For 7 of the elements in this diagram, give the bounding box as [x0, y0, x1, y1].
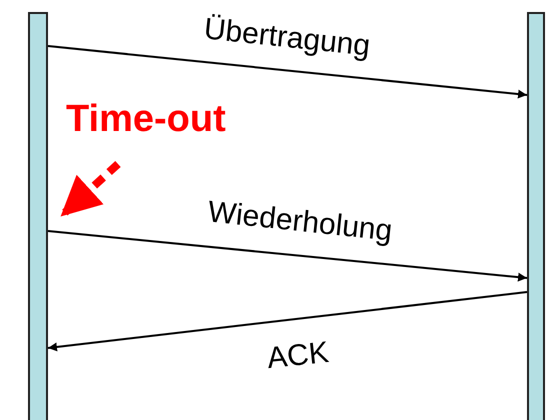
message-arrow — [48, 291, 528, 352]
message-arrow — [48, 45, 528, 99]
dashed-arrow — [58, 161, 121, 220]
message-arrow — [48, 230, 528, 282]
timeout-label: Time-out — [66, 100, 226, 138]
lifeline-bar — [527, 12, 545, 420]
lifeline-bar — [28, 12, 48, 420]
